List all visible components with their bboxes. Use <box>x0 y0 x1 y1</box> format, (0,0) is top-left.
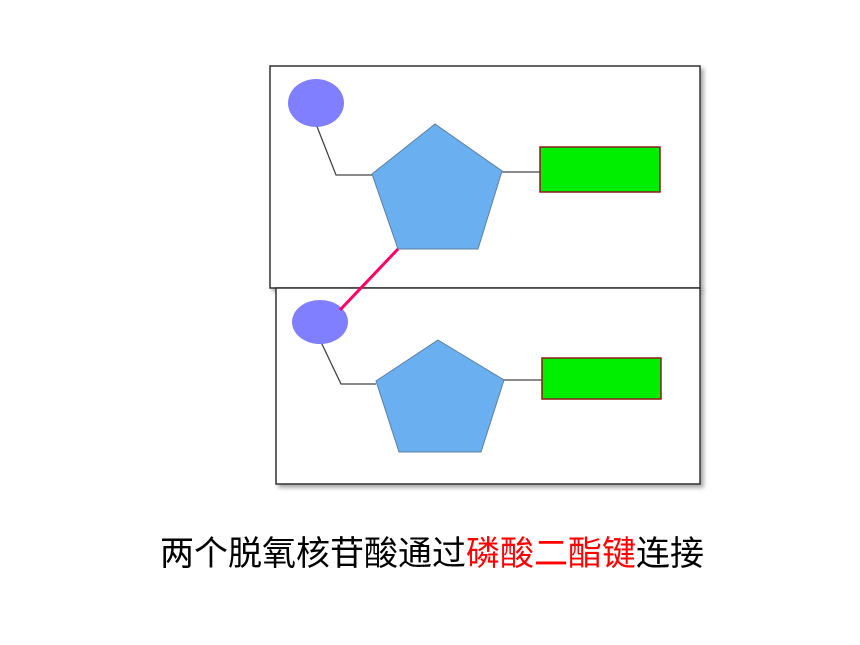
base-bottom <box>541 357 662 400</box>
phosphate-top <box>288 79 344 127</box>
base-top <box>539 146 661 193</box>
sugar-top <box>371 123 503 250</box>
caption-prefix: 两个脱氧核苷酸通过 <box>160 534 466 574</box>
caption-highlight: 磷酸二酯键 <box>466 534 636 574</box>
phosphate-sugar-link-top <box>315 123 372 176</box>
nucleotide-top <box>269 65 701 289</box>
phosphodiester-bond <box>338 247 400 312</box>
sugar-bottom <box>375 339 505 453</box>
phosphate-sugar-link-bottom <box>319 339 376 385</box>
nucleotide-bottom <box>275 287 701 485</box>
caption-suffix: 连接 <box>636 534 704 574</box>
caption: 两个脱氧核苷酸通过磷酸二酯键连接 <box>160 530 800 578</box>
phosphate-bottom <box>292 300 348 344</box>
